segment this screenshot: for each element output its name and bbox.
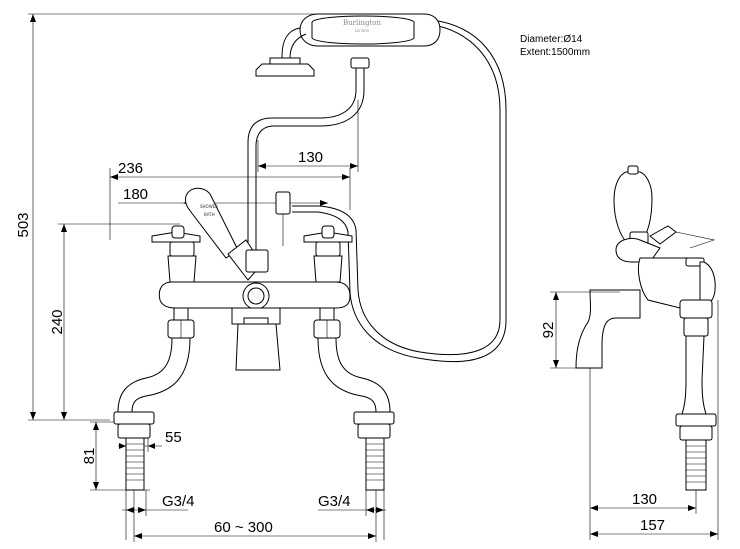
handset-brand-text: Burlington: [343, 19, 381, 27]
spout-mount: [231, 307, 281, 325]
dimension-thread-left: G3/4: [122, 490, 195, 540]
tap-body: [158, 281, 351, 371]
lever-label-bath: BATH: [204, 212, 215, 217]
dimension-180: 180: [118, 186, 328, 206]
bath-spout: [235, 323, 281, 371]
handset-city-text: London: [355, 28, 370, 33]
dim-130-label: 130: [298, 149, 323, 166]
lever-label-shower: SHOWER: [200, 204, 218, 209]
side-flange: [675, 413, 717, 427]
dimension-236: 236: [109, 160, 351, 240]
dimension-spout-height: 240: [49, 223, 180, 420]
dimension-side-92: 92: [540, 291, 620, 369]
dimension-centres-range: 60 ~ 300: [133, 490, 377, 542]
side-157-label: 157: [640, 517, 665, 534]
hose-assembly: [292, 19, 507, 363]
spout-height-label: 240: [49, 309, 66, 334]
side-92-label: 92: [540, 322, 557, 339]
left-valve: [113, 225, 201, 491]
side-spout: [575, 289, 641, 369]
riser-collar: [350, 57, 370, 69]
hose-diameter-text: Diameter:Ø14: [520, 34, 583, 45]
side-130-label: 130: [632, 491, 657, 508]
thread-right-label: G3/4: [318, 493, 351, 510]
side-threaded-tail: [685, 439, 707, 491]
dimension-overall-height: 503: [15, 13, 320, 421]
dim-180-label: 180: [123, 186, 148, 203]
right-flange: [353, 411, 395, 425]
hose-extent-text: Extent:1500mm: [520, 47, 590, 58]
overall-height-label: 503: [15, 212, 32, 237]
dimension-130-handset: 130: [257, 100, 359, 172]
side-view: [575, 165, 717, 491]
dimension-side-130: 130: [589, 368, 697, 514]
left-threaded-tail: [125, 437, 145, 491]
right-threaded-tail: [365, 437, 385, 491]
dim-81-label: 81: [81, 448, 98, 465]
dim-55-label: 55: [165, 429, 182, 446]
shower-handset: Burlington London: [255, 13, 441, 77]
centres-range-label: 60 ~ 300: [214, 519, 273, 536]
left-flange: [113, 411, 155, 425]
right-valve: [303, 225, 395, 491]
diverter-lever: SHOWER BATH: [185, 187, 269, 281]
hose-connector: [275, 191, 291, 215]
shower-head: [255, 63, 315, 77]
thread-left-label: G3/4: [162, 493, 195, 510]
dim-236-label: 236: [118, 160, 143, 177]
dimension-thread-right: G3/4: [318, 490, 386, 540]
hose-note: Diameter:Ø14 Extent:1500mm: [520, 34, 590, 58]
shower-riser: [247, 57, 370, 250]
dimension-side-157: 157: [589, 300, 719, 540]
